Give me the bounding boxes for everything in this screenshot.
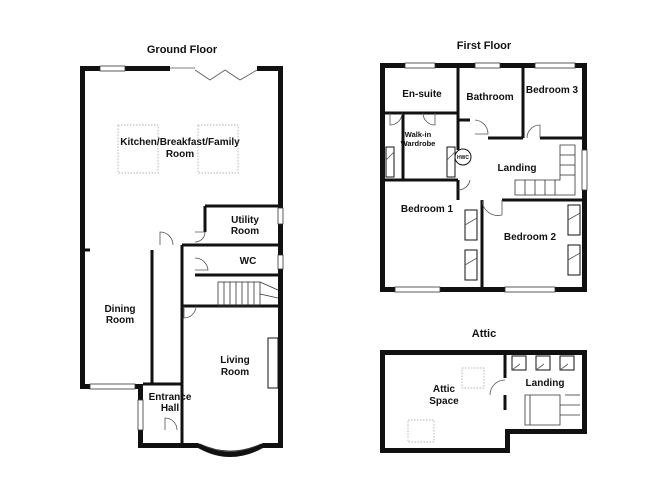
wc-window: [277, 254, 284, 270]
hwc-cylinder: [454, 148, 472, 166]
attic-stairs: [524, 394, 580, 426]
bifold-doors: [170, 67, 258, 81]
skylight-1: [117, 124, 159, 174]
dining-label-2: Room: [106, 315, 134, 326]
attic-skylight-2: [407, 419, 435, 443]
first-floor-plan: First Floor: [380, 40, 588, 293]
skylight-2: [197, 124, 239, 174]
living-label: Living: [220, 355, 249, 366]
walkin-label-2: Wardrobe: [401, 139, 436, 148]
utility-label-2: Room: [231, 226, 259, 237]
living-label-2: Room: [221, 367, 249, 378]
first-stairs: [514, 144, 576, 196]
wc-label: WC: [240, 256, 257, 267]
first-doors: [389, 112, 541, 216]
fireplace: [267, 337, 279, 389]
ground-stairs: [217, 281, 279, 307]
attic-outer-walls: [380, 350, 587, 453]
entrance-label: Entrance: [149, 392, 192, 403]
attic-door: [489, 379, 506, 396]
hwc-label: HWC: [457, 155, 469, 161]
bedroom1-window: [394, 286, 441, 293]
bathroom-window: [474, 62, 501, 69]
walkin-label: Walk-in: [405, 130, 432, 139]
bedroom2-label: Bedroom 2: [504, 232, 557, 243]
entrance-label-2: Hall: [161, 403, 180, 414]
ensuite-label: En-suite: [402, 89, 442, 100]
utility-label: Utility: [231, 215, 259, 226]
attic-space-label-2: Space: [429, 396, 459, 407]
attic-cupboards: [511, 355, 575, 371]
first-wardrobes: [385, 146, 581, 281]
hall-window: [137, 399, 144, 431]
kitchen-label: Kitchen/Breakfast/Family: [120, 137, 240, 148]
attic-space-label: Attic: [433, 384, 456, 395]
kitchen-label-2: Room: [166, 149, 194, 160]
dining-window: [89, 383, 136, 390]
attic-title: Attic: [472, 328, 496, 340]
attic-plan: Attic: [380, 328, 587, 453]
bedroom1-label: Bedroom 1: [401, 204, 454, 215]
ground-floor-title: Ground Floor: [147, 44, 218, 56]
living-bay-window: [198, 443, 263, 457]
landing-window: [581, 149, 588, 191]
dining-label: Dining: [104, 304, 135, 315]
ground-floor-plan: Ground Floor: [80, 44, 284, 457]
ground-interior-walls: [85, 204, 278, 443]
landing-label: Landing: [498, 163, 537, 174]
kitchen-back-door: [99, 65, 126, 72]
bedroom2-window: [504, 286, 556, 293]
utility-window: [277, 207, 284, 225]
ensuite-window: [404, 62, 436, 69]
attic-skylight-1: [461, 367, 485, 389]
first-floor-title: First Floor: [457, 40, 512, 52]
bathroom-label: Bathroom: [466, 92, 513, 103]
ground-doors: [159, 231, 209, 431]
attic-landing-label: Landing: [526, 378, 565, 389]
bedroom3-window: [534, 62, 576, 69]
first-interior-walls: [385, 68, 582, 287]
bedroom3-label: Bedroom 3: [526, 85, 579, 96]
